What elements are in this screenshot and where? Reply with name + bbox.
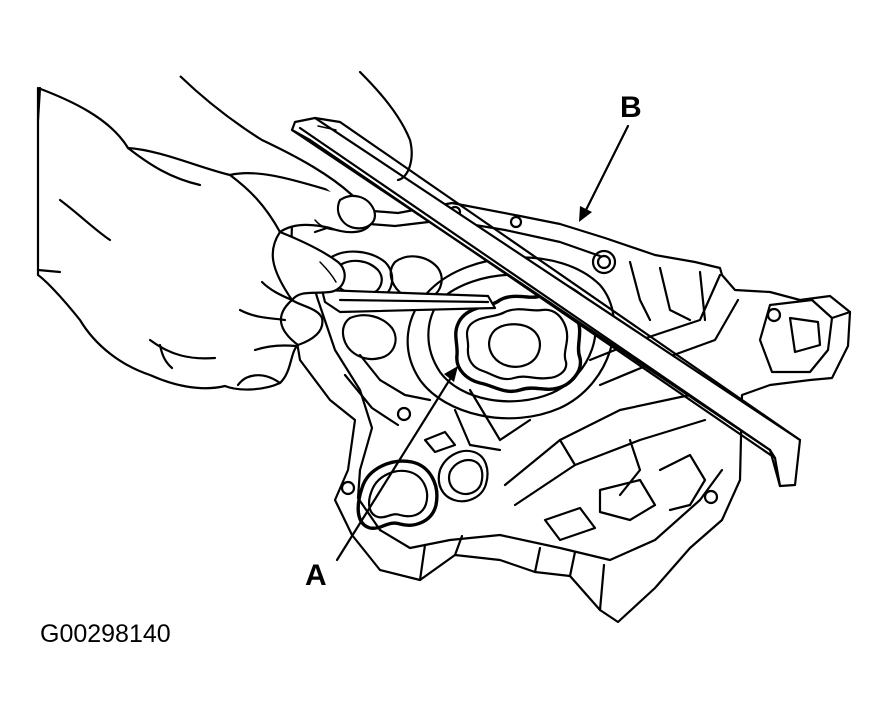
- feeler-gauge: [320, 288, 497, 314]
- arrow-b: [579, 124, 630, 222]
- figure-id-label: G00298140: [40, 620, 171, 648]
- arrow-a: [335, 366, 458, 562]
- callout-label-a: A: [305, 559, 327, 592]
- straight-edge-b: [290, 116, 802, 488]
- callout-label-b: B: [620, 91, 642, 124]
- hand: [36, 70, 413, 391]
- pump-housing: [288, 201, 852, 624]
